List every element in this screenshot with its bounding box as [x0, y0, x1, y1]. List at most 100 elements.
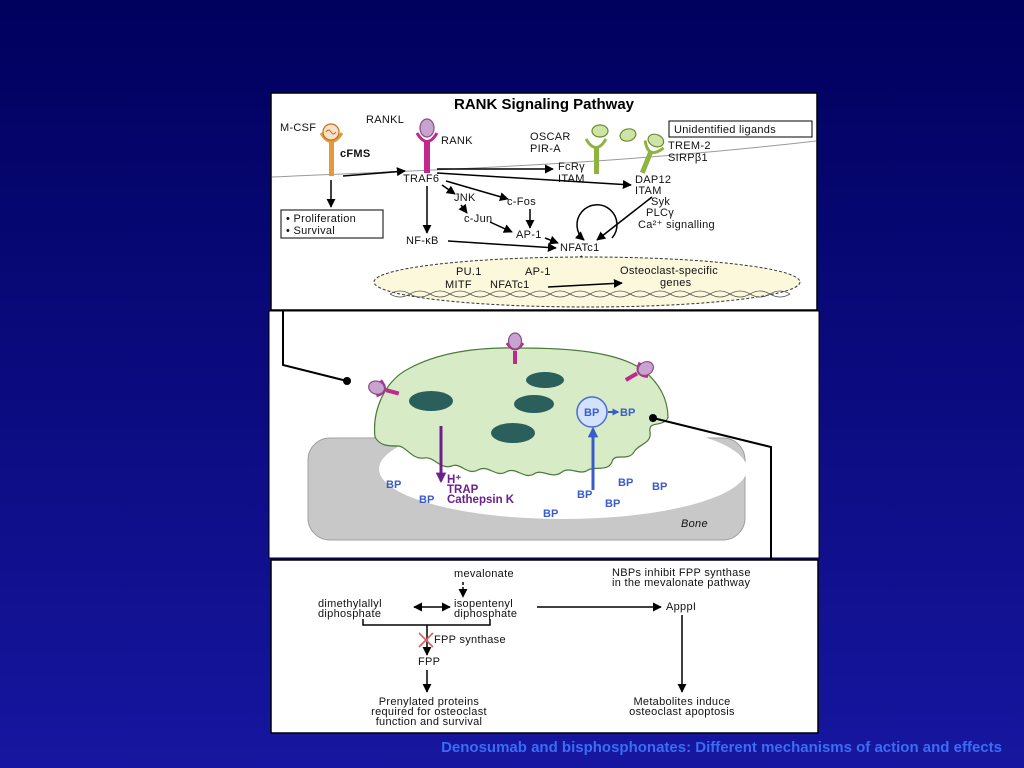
osteoclast-cell [373, 347, 669, 476]
nfatc1-nuclear-label: NFATc1 [490, 279, 530, 291]
arrow-traf6-to-cfos [445, 180, 509, 202]
fpp-synthase-label: FPP synthase [434, 634, 506, 646]
oscar-cup [584, 138, 608, 149]
trem2-label: TREM-2 [668, 140, 711, 152]
arrow-cfms-to-traf6 [342, 167, 406, 177]
cfos-label: c-Fos [507, 196, 536, 208]
rank-cup [415, 132, 439, 143]
trem2-cup [643, 140, 665, 155]
arrow-jnk-to-cjun [458, 203, 468, 214]
osteoclast-genes-label-2: genes [660, 277, 692, 289]
nucleus-ellipse [491, 423, 535, 443]
oscar-receptor [584, 124, 637, 174]
nbp-note-line2: in the mevalonate pathway [612, 577, 751, 589]
free-ligand [619, 128, 637, 142]
pu1-label: PU.1 [456, 266, 482, 278]
bp-bone-label: BP [386, 479, 401, 491]
rank-receptor-top [505, 332, 525, 364]
trap-label: TRAP [447, 484, 479, 496]
ap1-nuclear-label: AP-1 [525, 266, 551, 278]
jnk-label: JNK [454, 192, 476, 204]
nucleus-ellipse [514, 395, 554, 413]
metabolites-label-1: Metabolites induce [633, 696, 730, 708]
osteoclast-panel: H⁺ TRAP Cathepsin K BP BP BP BP BP BP BP… [268, 310, 820, 559]
isopentenyl-label-2: diphosphate [454, 608, 517, 620]
prenylated-label-1: Prenylated proteins [379, 696, 480, 708]
arrow-ap1-to-nfatc1 [544, 235, 559, 245]
dna-strand-2 [389, 293, 791, 298]
rankl-ligand [637, 360, 654, 377]
prenylated-label-2: required for osteoclast [371, 706, 487, 718]
bp-bone-label: BP [419, 494, 434, 506]
rankl-ligand [419, 118, 435, 138]
mevalonate-arrows [362, 582, 687, 693]
panel-frame [270, 559, 819, 734]
panel-connectors [282, 311, 772, 560]
slide-caption: Denosumab and bisphosphonates: Different… [441, 739, 1002, 756]
arrow-nfkb-to-nfatc1 [447, 240, 557, 252]
arrow-traf6-to-jnk [441, 184, 456, 195]
pira-label: PIR-A [530, 143, 561, 155]
connector-left-dot [343, 377, 351, 385]
connector-right-dot [649, 414, 657, 422]
nucleus-ellipse [409, 391, 453, 411]
arrow-traf6-to-dap12 [436, 172, 632, 189]
cathepsin-k-label: Cathepsin K [447, 494, 515, 506]
ca-signalling-label: Ca²⁺ signalling [638, 219, 715, 231]
receptor-stalk [624, 371, 639, 382]
nbp-note-line1: NBPs inhibit FPP synthase [612, 567, 751, 579]
syk-label: Syk [651, 196, 670, 208]
cfms-stalk [329, 142, 334, 176]
itam-dap12-label: ITAM [635, 185, 662, 197]
connector-right [652, 417, 772, 560]
unidentified-ligands-label: Unidentified ligands [674, 124, 776, 136]
prenylated-label-3: function and survival [376, 716, 483, 728]
bp-bone-label: BP [652, 481, 667, 493]
bp-bone-label: BP [577, 489, 592, 501]
outcome-proliferation: • Proliferation [286, 213, 356, 225]
cfms-label: cFMS [340, 148, 371, 160]
cell-membrane [271, 140, 817, 178]
nucleus: PU.1 AP-1 MITF NFATc1 Osteoclast-specifi… [373, 256, 801, 308]
trem2-stalk [639, 151, 653, 174]
rank-receptor [415, 118, 439, 173]
ap1-label: AP-1 [516, 229, 542, 241]
panel-title: RANK Signaling Pathway [454, 96, 635, 113]
rankl-ligand [507, 332, 523, 350]
bp-vesicle [576, 396, 608, 428]
outcome-survival: • Survival [286, 225, 335, 237]
cjun-label: c-Jun [464, 213, 492, 225]
nucleus-ellipse [526, 372, 564, 388]
metabolites-label-2: osteoclast apoptosis [629, 706, 735, 718]
fpp-label: FPP [418, 656, 440, 668]
trem2-receptor [639, 133, 665, 174]
oscar-ligand [591, 124, 609, 138]
rank-stalk [424, 141, 430, 173]
mevalonate-label: mevalonate [454, 568, 514, 580]
outcomes-box [280, 209, 384, 239]
rank-signaling-panel: RANK Signaling Pathway M-CSF cFMS RANKL … [270, 92, 818, 311]
bp-internalized-label: BP [584, 407, 599, 419]
nucleus-envelope [373, 256, 801, 308]
bp-released-label: BP [620, 407, 635, 419]
dimethylallyl-label-1: dimethylallyl [318, 598, 382, 610]
isopentenyl-label-1: isopentenyl [454, 598, 513, 610]
osteoclast-genes-label-1: Osteoclast-specific [620, 265, 718, 277]
rank-receptor-right [624, 360, 654, 382]
cfms-cup [319, 132, 344, 143]
traf6-label: TRAF6 [403, 173, 439, 185]
oscar-stalk [594, 148, 599, 174]
arrow-to-genes [547, 278, 623, 288]
cross-stroke [418, 632, 434, 648]
nfatc1-autoamplification-loop [574, 204, 618, 241]
plcg-label: PLCγ [646, 207, 674, 219]
mcsf-cfms-receptor [319, 123, 344, 176]
connector-left [282, 311, 348, 382]
oscar-label: OSCAR [530, 131, 571, 143]
rankl-ligand [368, 380, 386, 395]
fcrg-label: FcRγ [558, 161, 585, 173]
trem2-ligand [647, 133, 665, 148]
unidentified-ligands-box [668, 120, 813, 138]
mitf-label: MITF [445, 279, 472, 291]
